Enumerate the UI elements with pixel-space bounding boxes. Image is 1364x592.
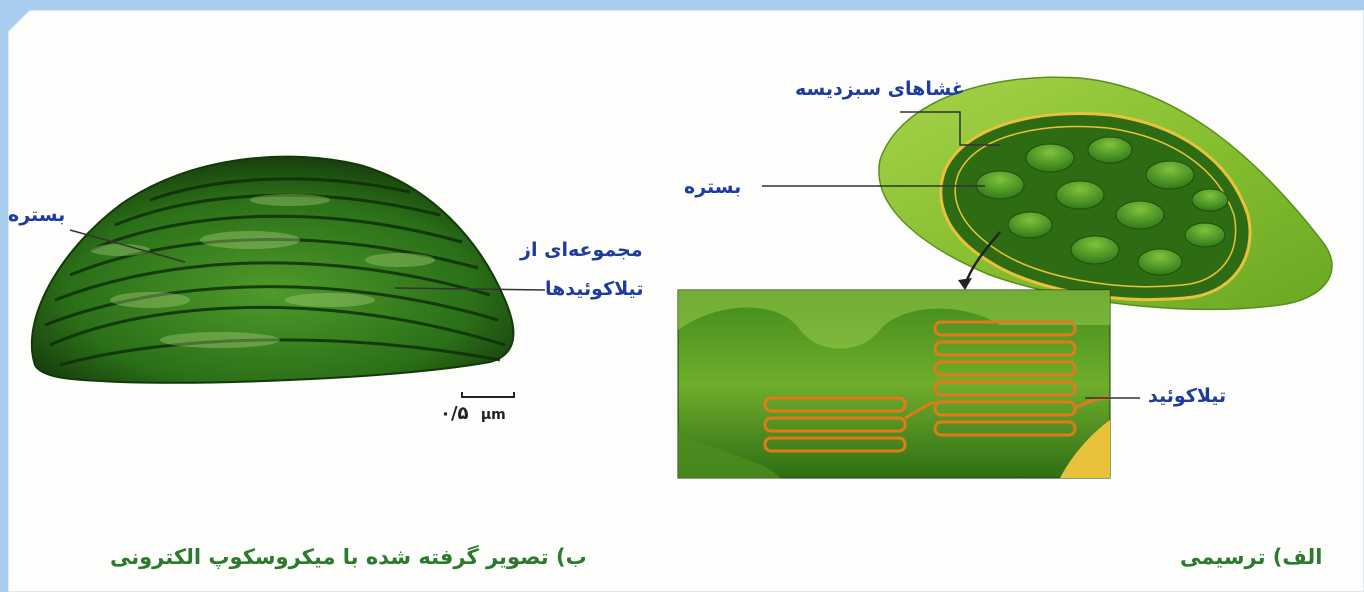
scale-unit: µm	[481, 407, 506, 423]
scale-value: ۰/۵	[440, 403, 469, 424]
scale-label: ۰/۵ µm	[440, 403, 506, 424]
stroma-label: بستره	[684, 175, 741, 199]
thylakoid-label: تیلاکوئید	[1148, 384, 1226, 408]
em-stroma-label: بستره	[8, 203, 65, 227]
drawn-chloroplast	[678, 77, 1332, 478]
caption-a: الف) ترسیمی	[1180, 545, 1323, 569]
zoom-arrow-head	[958, 278, 972, 290]
em-thylakoid-group-label-line1: مجموعه‌ای از	[520, 238, 643, 262]
membranes-label: غشاهای سبزدیسه	[795, 77, 965, 101]
em-thylakoid-group-label-line2: تیلاکوئیدها	[545, 277, 643, 301]
scale-bar	[462, 392, 514, 397]
caption-b: ب) تصویر گرفته شده با میکروسکوپ الکترونی	[110, 545, 587, 569]
em-chloroplast	[32, 157, 545, 397]
